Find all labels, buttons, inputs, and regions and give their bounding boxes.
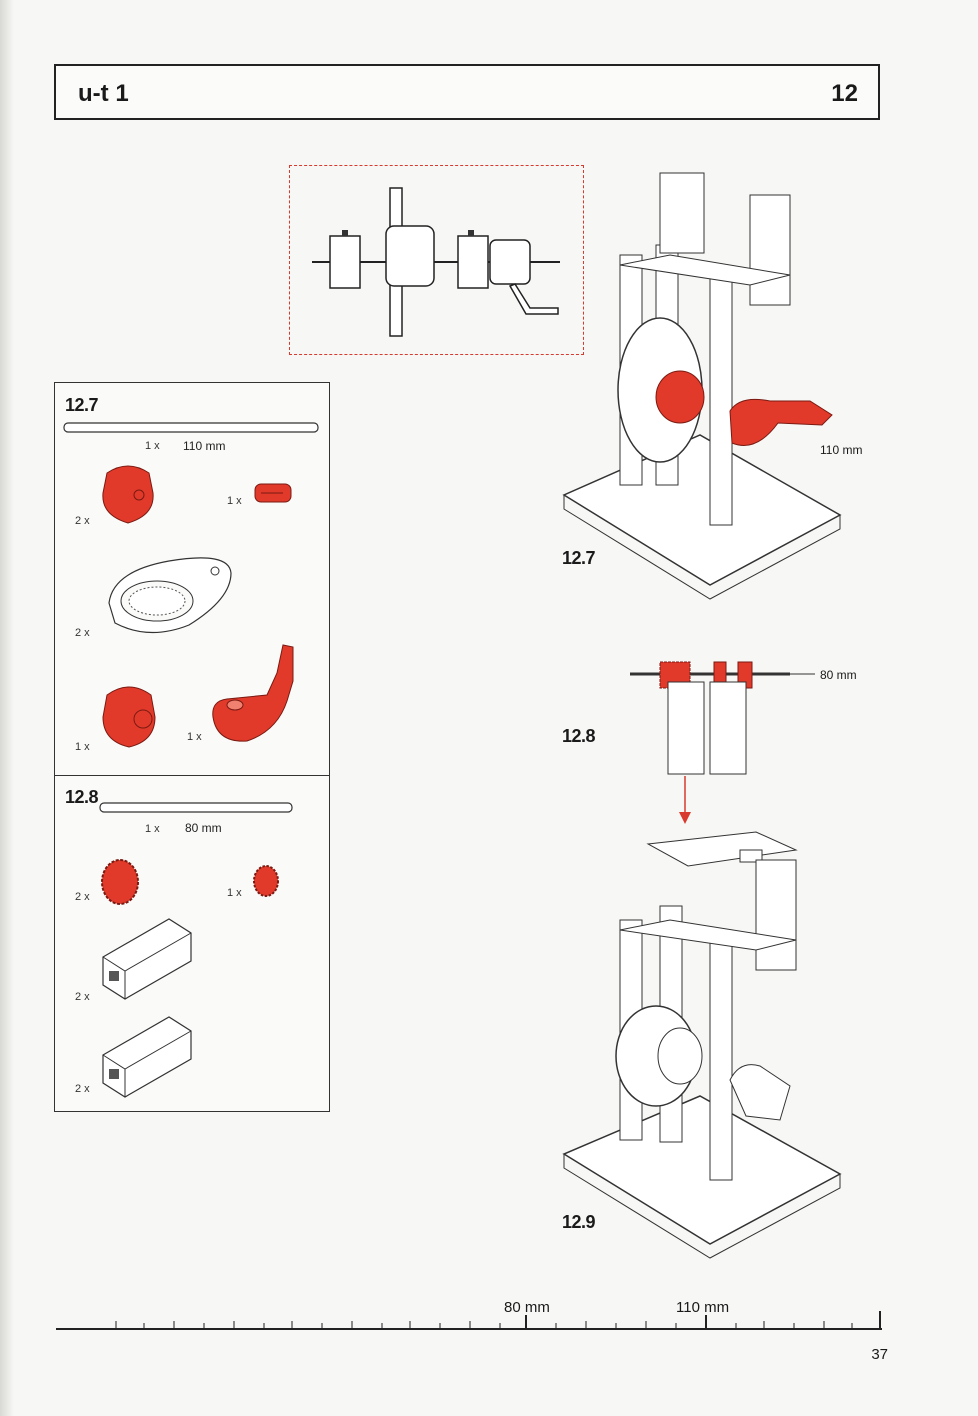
ruler-scale-icon	[56, 1311, 882, 1330]
part-qty-hub: 1 x	[75, 741, 90, 753]
part-qty-small-gear: 1 x	[227, 887, 242, 899]
model-step-12-9-illustration	[562, 831, 842, 1259]
book-spine-shadow	[0, 0, 14, 1416]
subassembly-12-8-illustration	[630, 661, 815, 775]
part-qty-hub-nut: 2 x	[75, 515, 90, 527]
parts-step-12-7-label: 12.7	[65, 395, 99, 415]
axle-80-length: 80 mm	[185, 821, 222, 835]
white-building-block-icon	[102, 1016, 192, 1098]
parts-step-12-8-label: 12.8	[65, 787, 99, 807]
white-building-block-icon	[102, 918, 192, 1000]
red-crank-handle-icon	[212, 644, 294, 742]
axle-80-qty: 1 x	[145, 823, 160, 835]
arrow-down-icon	[679, 776, 691, 824]
ruler-mark-80: 80 mm	[504, 1299, 550, 1316]
part-qty-large-gear: 2 x	[75, 891, 90, 903]
model-step-12-7-illustration	[562, 172, 842, 600]
axle-110-length: 110 mm	[183, 439, 226, 453]
red-small-gear-icon	[253, 865, 279, 897]
callout-110: 110 mm	[820, 443, 863, 457]
parts-list-panel: 12.7 1 x 110 mm 2 x 1 x 2 x 1 x 1 x 12.8…	[54, 382, 330, 1112]
step-12-8-label: 12.8	[562, 726, 596, 746]
ruler-mark-110: 110 mm	[676, 1299, 730, 1316]
axle-110-qty: 1 x	[145, 440, 160, 452]
axle-assembly-icon	[312, 187, 560, 337]
part-qty-crank: 1 x	[187, 731, 202, 743]
red-clip-sleeve-icon	[254, 483, 292, 503]
callout-80: 80 mm	[820, 668, 857, 682]
part-qty-block-b: 2 x	[75, 1083, 90, 1095]
part-qty-clip-sleeve: 1 x	[227, 495, 242, 507]
axle-110-icon	[63, 422, 319, 433]
parts-divider	[55, 775, 329, 776]
page-number: 37	[871, 1346, 888, 1363]
red-hub-nut-icon	[102, 465, 154, 524]
step-12-9-label: 12.9	[562, 1212, 596, 1232]
step-number: 12	[831, 80, 858, 107]
measuring-ruler: 80 mm 110 mm	[56, 1299, 882, 1335]
axle-80-icon	[99, 802, 293, 813]
model-title: u-t 1	[78, 80, 129, 107]
red-hub-icon	[102, 686, 156, 748]
part-qty-eccentric-disc: 2 x	[75, 627, 90, 639]
white-eccentric-disc-icon	[108, 557, 232, 634]
part-qty-block-a: 2 x	[75, 991, 90, 1003]
page-header: u-t 1 12	[54, 64, 880, 120]
step-12-7-label: 12.7	[562, 548, 596, 568]
red-large-gear-icon	[101, 859, 139, 905]
exploded-axle-assembly	[289, 165, 584, 355]
